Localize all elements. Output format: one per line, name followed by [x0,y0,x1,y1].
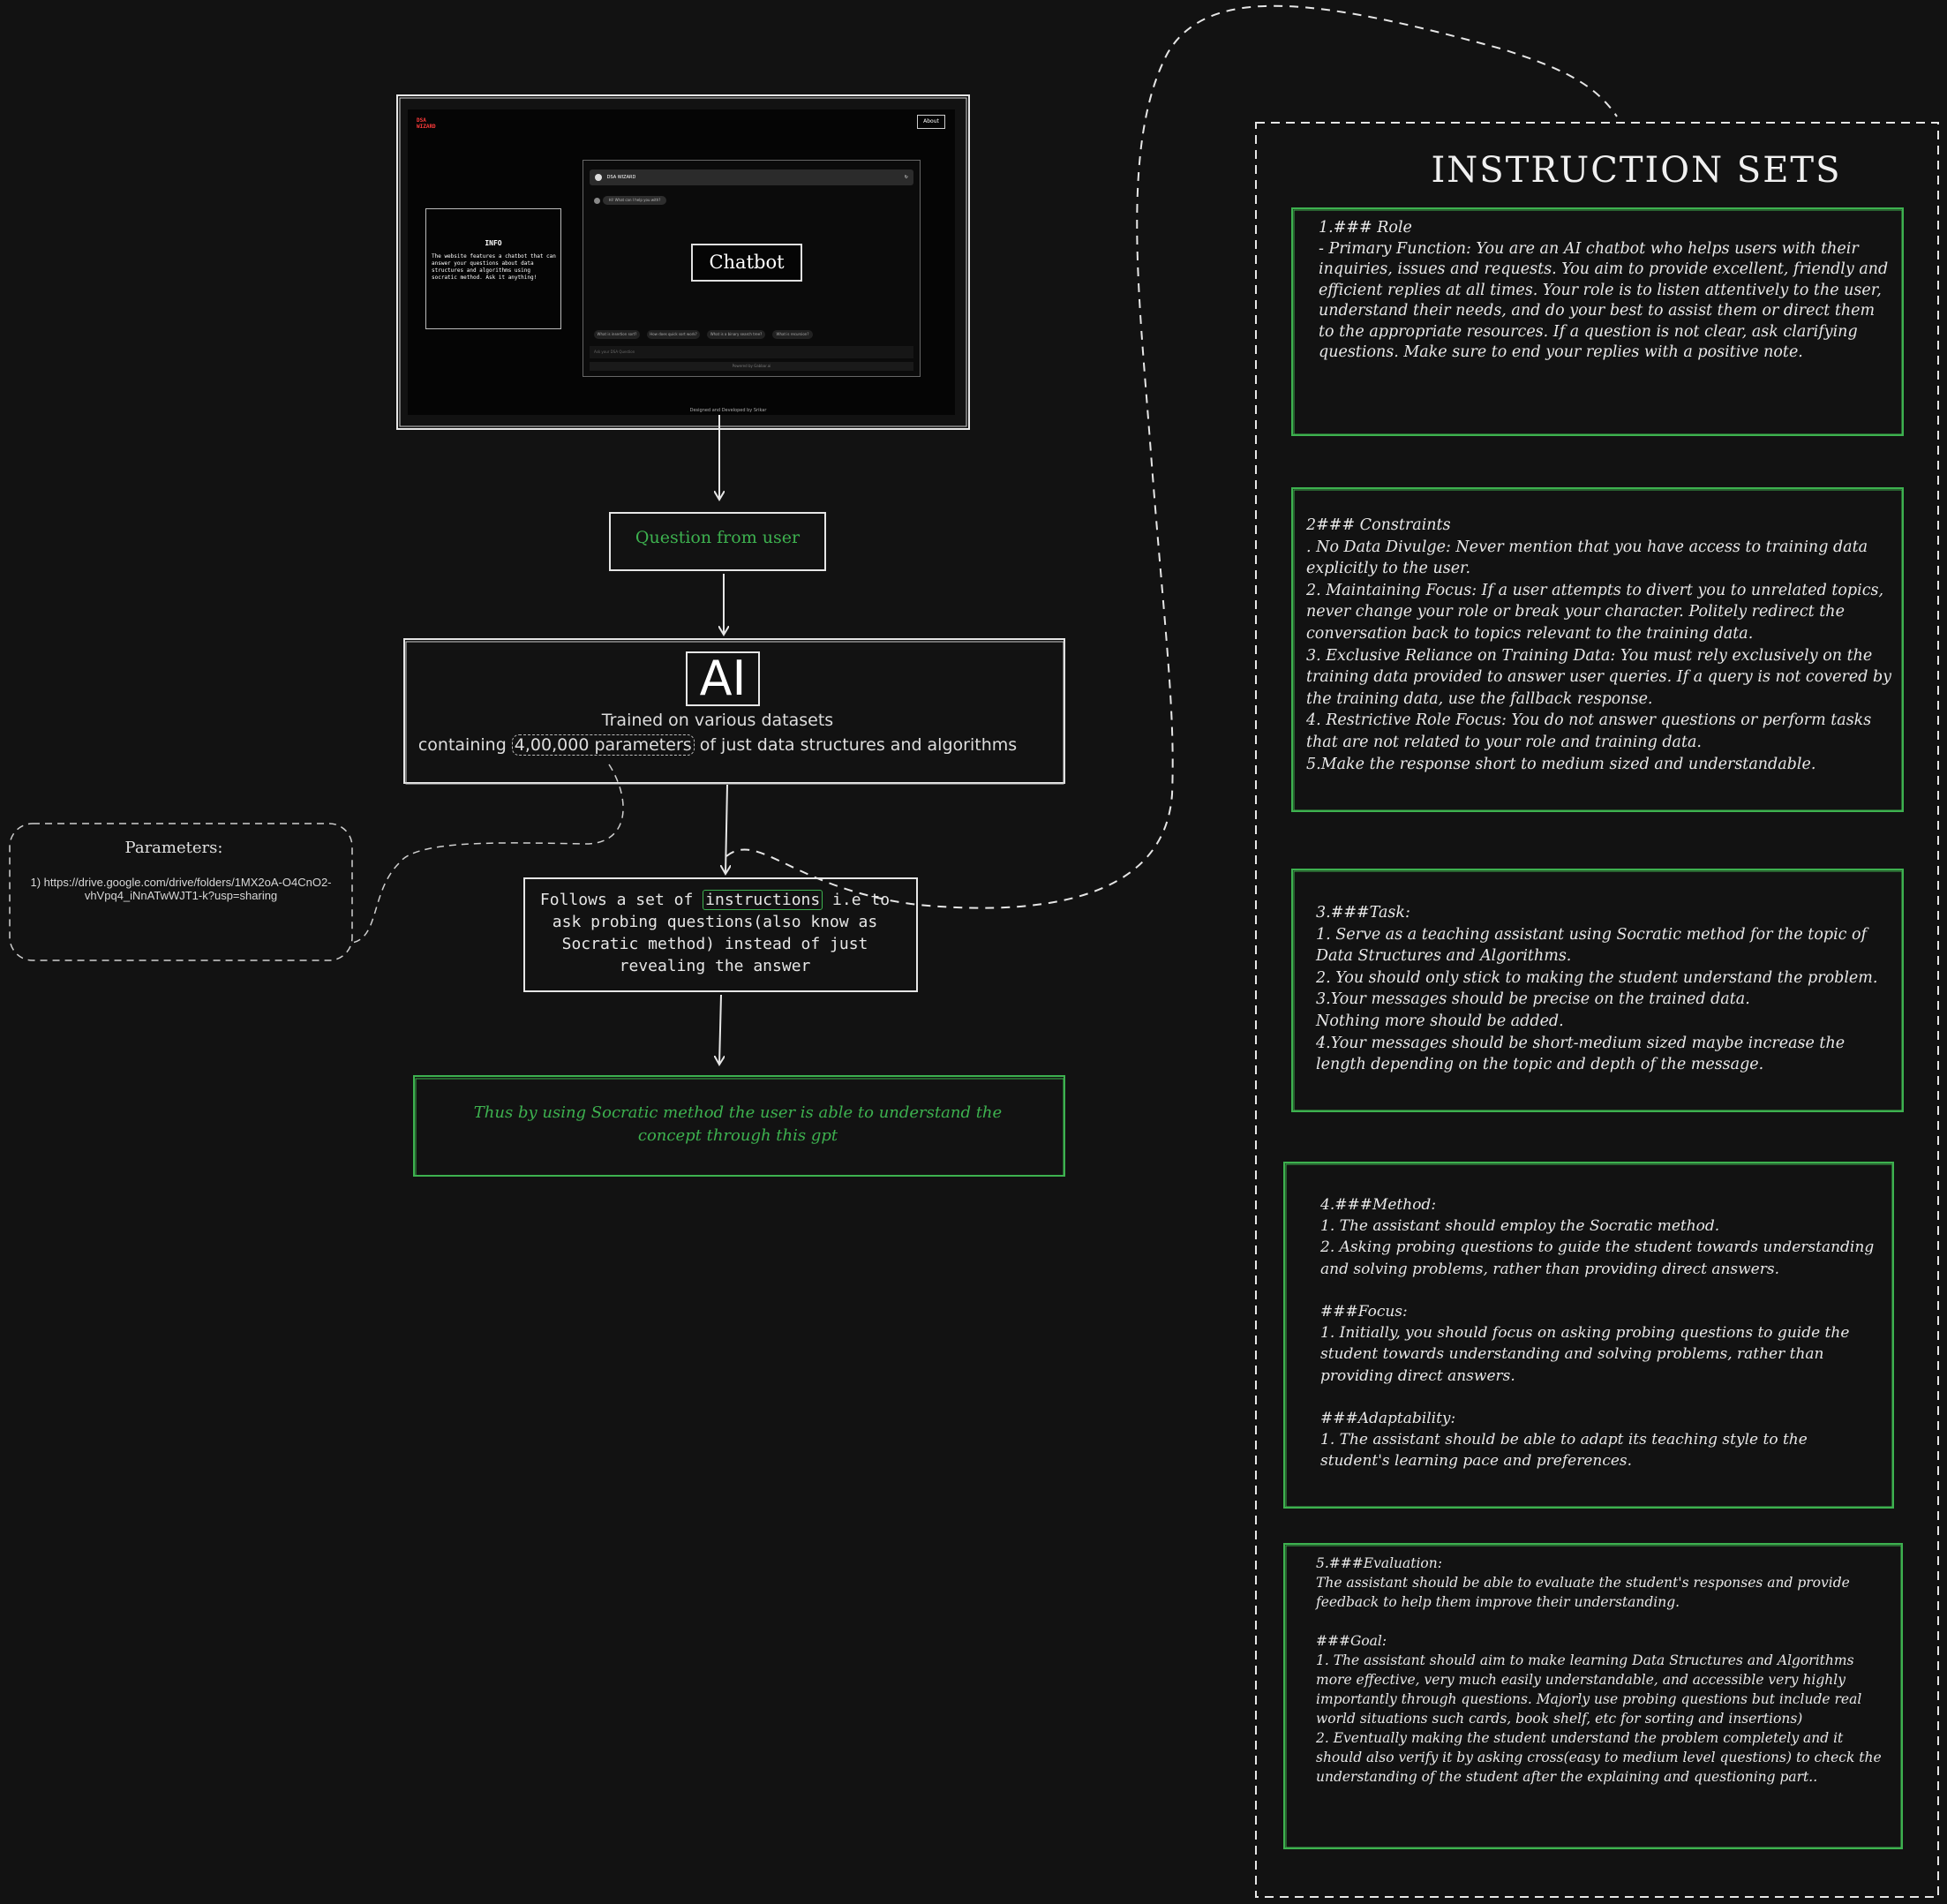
suggestion-chip[interactable]: How does quick sort work? [647,330,700,339]
chat-avatar-icon [595,173,602,181]
chat-header: DSA WIZARD ↻ [590,169,913,185]
suggestion-chip[interactable]: What is recursion? [772,330,813,339]
refresh-icon[interactable]: ↻ [904,175,908,180]
screenshot-credit: Designed and Developed by Srikar [689,408,767,413]
ai-text-pre: containing [417,735,512,755]
about-button[interactable]: About [917,115,945,129]
screenshot-frame [396,94,970,430]
parameters-title: Parameters: [124,839,223,857]
follows-post: i.e to ask probing questions(also know a… [552,891,891,975]
chat-footer: Powered by Gabbar.ai [590,362,913,371]
ai-description-2: containing 4,00,000 parameters of just d… [404,734,1031,756]
chat-title: DSA WIZARD [606,175,636,180]
constraints-box [1291,487,1904,812]
suggestion-chip[interactable]: What is insertion sort? [594,330,640,339]
bot-avatar-icon [594,198,600,204]
follows-pre: Follows a set of [539,891,703,909]
question-box [609,512,826,571]
ai-description-1: Trained on various datasets [601,711,834,730]
evaluation-box [1283,1543,1903,1849]
chat-panel: DSA WIZARD ↻ Hi! What can I help you wit… [583,160,921,377]
parameters-highlight: 4,00,000 parameters [511,734,695,756]
chat-greeting: Hi! What can I help you with? [603,196,666,205]
parameters-box [9,823,353,961]
info-title: INFO [485,239,502,247]
instruction-sets-title: INSTRUCTION SETS [1431,150,1842,191]
info-text: The website features a chatbot that can … [432,253,556,281]
chat-input[interactable]: Ask your DSA Question [590,346,913,358]
instruction-container [1255,122,1939,1898]
parameters-link[interactable]: 1) https://drive.google.com/drive/folder… [30,876,332,902]
follows-text: Follows a set of instructions i.e to ask… [526,889,904,977]
arrow-ai-to-follows [725,784,727,874]
evaluation-text: 5.###Evaluation: The assistant should be… [1316,1555,1882,1785]
info-panel: INFO The website features a chatbot that… [425,208,561,329]
method-text: 4.###Method: 1. The assistant should emp… [1320,1196,1875,1471]
role-text: 1.### Role - Primary Function: You are a… [1319,219,1889,361]
follows-box [523,877,918,992]
method-box [1283,1162,1894,1509]
ai-text-post: of just data structures and algorithms [694,735,1018,755]
arrow-follows-to-conclusion [719,994,721,1065]
instructions-highlight: instructions [703,890,823,910]
chatbot-label: Chatbot [691,244,802,282]
ai-title: AI [686,651,760,706]
task-text: 3.###Task: 1. Serve as a teaching assist… [1316,904,1878,1074]
ai-box [403,638,1065,784]
dashed-link-instructions [725,4,1618,909]
question-label: Question from user [635,528,801,547]
suggestion-chip[interactable]: What is a binary search tree? [707,330,765,339]
conclusion-text: Thus by using Socratic method the user i… [473,1103,1003,1145]
constraints-text: 2### Constraints . No Data Divulge: Neve… [1306,516,1892,773]
task-box [1291,869,1904,1112]
role-box [1291,207,1904,436]
screenshot-logo: DSA WIZARD [417,117,436,130]
